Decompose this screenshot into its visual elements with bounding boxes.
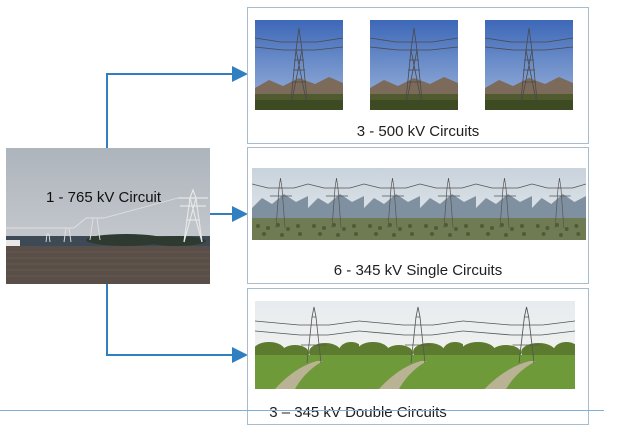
panel-caption: 6 - 345 kV Single Circuits: [333, 262, 503, 279]
panel-500kv: 3 - 500 kV Circuits: [247, 7, 589, 144]
photo-345kv-single: [252, 168, 308, 240]
arrow-to-345kv-double: [106, 284, 248, 363]
photo-345kv-double: [255, 301, 359, 389]
panel-345kv-single: 6 - 345 kV Single Circuits: [247, 147, 589, 284]
photo-345kv-single: [364, 168, 420, 240]
source-label: 1 - 765 kV Circuit: [46, 189, 162, 206]
photo-500kv: [255, 20, 343, 110]
photo-500kv: [370, 20, 458, 110]
photo-765kv: [6, 148, 210, 284]
panel-caption: 3 – 345 kV Double Circuits: [269, 404, 447, 421]
photo-345kv-double: [463, 301, 575, 389]
photo-345kv-single: [532, 168, 586, 240]
photo-345kv-single: [420, 168, 476, 240]
panel-caption: 3 - 500 kV Circuits: [356, 123, 480, 140]
photo-500kv: [485, 20, 573, 110]
photo-345kv-single: [308, 168, 364, 240]
photo-345kv-single: [476, 168, 532, 240]
bottom-divider: [0, 410, 604, 411]
panel-345kv-double: 3 – 345 kV Double Circuits: [247, 288, 589, 425]
arrow-to-500kv: [106, 66, 248, 148]
photo-345kv-double: [359, 301, 463, 389]
